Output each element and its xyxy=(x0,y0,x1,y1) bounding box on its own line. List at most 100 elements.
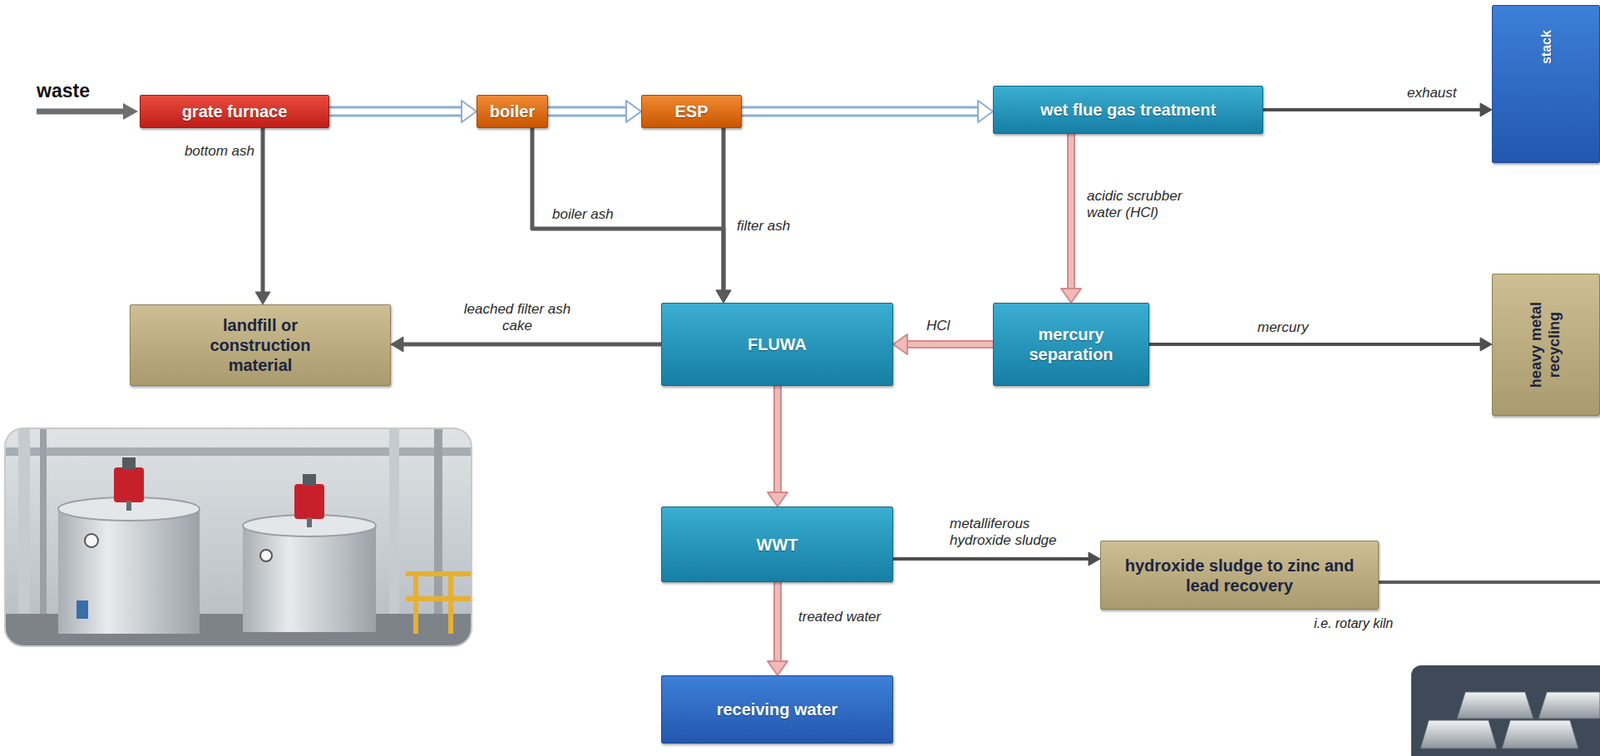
vertical-label: stack xyxy=(1537,29,1554,65)
arrow-line xyxy=(773,582,782,663)
process-box: ESP xyxy=(641,94,742,129)
input-label: waste xyxy=(36,79,90,104)
arrow-head xyxy=(390,336,404,352)
flow-label: bottom ash xyxy=(166,143,257,160)
arrow-line xyxy=(741,108,980,115)
arrow-line xyxy=(905,341,993,347)
photo-wall xyxy=(4,428,472,647)
note-label: i.e. rotary kiln xyxy=(1312,615,1395,632)
arrow-head xyxy=(461,100,477,123)
flow-label: metalliferous hydroxide sludge xyxy=(948,515,1085,550)
arrow-head xyxy=(716,290,731,303)
arrow-line xyxy=(1066,133,1076,291)
arrow-line xyxy=(1149,342,1482,346)
ingot xyxy=(1501,720,1579,749)
arrow-head xyxy=(767,661,788,676)
box-label: boiler xyxy=(489,101,535,122)
arrow-line xyxy=(893,557,1091,561)
flow-arrow xyxy=(893,552,1101,566)
flow-arrow xyxy=(1263,103,1492,117)
arrow-head xyxy=(1061,288,1082,303)
flow-label: HCl xyxy=(924,317,952,335)
outflow-line xyxy=(1363,580,1600,584)
output-box: heavy metal recycling xyxy=(1491,273,1600,416)
tank xyxy=(242,525,376,633)
arrow-line xyxy=(329,108,464,115)
flow-arrow xyxy=(716,128,731,303)
ingot xyxy=(1420,720,1497,749)
photo-pipe xyxy=(389,428,400,614)
arrow-head xyxy=(767,492,788,507)
output-box: receiving water xyxy=(661,675,894,744)
metal-ingots-photo xyxy=(1411,665,1600,756)
furnace-box: grate furnace xyxy=(139,94,330,129)
tank-lid xyxy=(242,514,376,537)
photo-frame xyxy=(4,428,472,647)
flow-arrow xyxy=(893,334,993,355)
pump-shaft xyxy=(306,517,312,528)
flow-arrow xyxy=(767,385,788,507)
arrow-line xyxy=(775,385,781,494)
pump-cap xyxy=(122,457,136,470)
box-label: mercury separation xyxy=(1008,324,1134,365)
box-label: landfill or construction material xyxy=(177,315,344,376)
ingot xyxy=(1456,691,1534,719)
flow-label: treated water xyxy=(796,608,883,626)
ingot xyxy=(1538,691,1600,719)
flow-arrow xyxy=(1061,133,1082,303)
railing xyxy=(405,573,472,634)
arrow-head xyxy=(1088,552,1101,566)
flow-arrow xyxy=(548,100,642,123)
output-box: stack xyxy=(1491,4,1600,163)
flow-arrow xyxy=(532,128,731,303)
process-box: wet flue gas treatment xyxy=(992,85,1264,134)
tank xyxy=(58,508,200,634)
process-box: mercury separation xyxy=(992,302,1150,386)
output-box: hydroxide sludge to zinc and lead recove… xyxy=(1100,540,1379,610)
arrow-head xyxy=(716,290,731,303)
flow-arrow xyxy=(741,100,993,123)
arrow-head xyxy=(255,291,271,305)
arrow-line xyxy=(1068,133,1074,291)
box-label: WWT xyxy=(756,534,799,555)
arrow-line xyxy=(773,385,782,494)
arrow-head xyxy=(1480,103,1492,117)
gauge xyxy=(84,533,99,548)
input-arrow-shaft xyxy=(36,108,125,115)
photo-pipe xyxy=(4,447,472,456)
pump-motor xyxy=(294,483,325,519)
tank-lid xyxy=(58,497,200,521)
input-arrow xyxy=(36,103,139,120)
arrow-line xyxy=(741,106,980,118)
photo-pipe xyxy=(434,428,443,614)
arrow-line xyxy=(548,108,628,115)
output-box: landfill or construction material xyxy=(129,304,391,386)
arrow-line xyxy=(548,106,628,118)
arrow-head xyxy=(893,334,908,355)
arrow-line xyxy=(1263,108,1482,112)
photo-pipe xyxy=(18,428,30,614)
arrow-line xyxy=(329,106,464,118)
process-box: WWT xyxy=(661,506,894,583)
flow-arrow xyxy=(255,128,271,305)
plant-photo xyxy=(4,428,472,647)
arrow-line xyxy=(401,342,662,347)
pump-cap xyxy=(302,474,317,486)
process-box: FLUWA xyxy=(661,302,894,386)
process-box: boiler xyxy=(476,94,549,129)
box-label: hydroxide sludge to zinc and lead recove… xyxy=(1115,555,1365,596)
fitting xyxy=(76,600,89,619)
pump-shaft xyxy=(126,500,132,511)
arrow-line xyxy=(905,340,993,349)
arrow-head xyxy=(1480,337,1492,351)
flow-label: filter ash xyxy=(735,217,792,235)
vertical-label: heavy metal recycling xyxy=(1527,282,1564,408)
ingot-background xyxy=(1411,665,1600,756)
arrow-head xyxy=(977,100,993,123)
flow-arrow xyxy=(767,582,788,676)
flow-label: boiler ash xyxy=(550,206,616,223)
flow-arrow xyxy=(1149,337,1492,351)
flow-label: mercury xyxy=(1255,319,1310,336)
